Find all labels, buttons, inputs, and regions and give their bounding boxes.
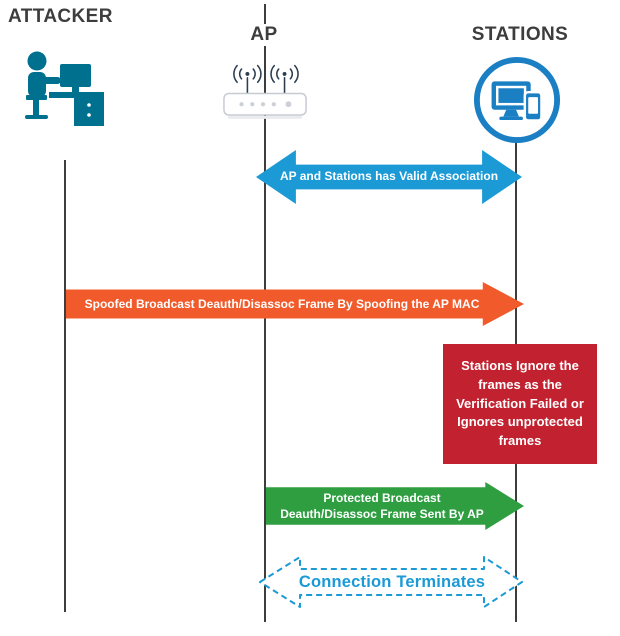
dashed-double-arrow-outline — [259, 556, 523, 608]
protected-frame-text: Protected Broadcast Deauth/Disassoc Fram… — [280, 490, 484, 521]
stations-label: STATIONS — [460, 24, 580, 46]
wireless-router-icon — [222, 62, 308, 128]
connection-terminates-arrow: Connection Terminates — [258, 555, 526, 609]
valid-association-text: AP and Stations has Valid Association — [279, 169, 499, 184]
stations-ignore-text: Stations Ignore the frames as the Verifi… — [456, 357, 584, 449]
attacker-label: ATTACKER — [8, 6, 128, 28]
ap-label: AP — [234, 24, 294, 46]
spoofed-frame-arrow: Spoofed Broadcast Deauth/Disassoc Frame … — [66, 282, 524, 326]
spoofed-frame-text: Spoofed Broadcast Deauth/Disassoc Frame … — [84, 297, 480, 311]
devices-circle-icon — [473, 56, 561, 149]
connection-terminates-text: Connection Terminates — [298, 572, 486, 591]
protected-frame-arrow: Protected Broadcast Deauth/Disassoc Fram… — [266, 482, 524, 530]
stations-ignore-note: Stations Ignore the frames as the Verifi… — [443, 344, 597, 464]
attacker-at-computer-icon — [16, 48, 106, 145]
attacker-lifeline — [64, 160, 66, 612]
valid-association-arrow: AP and Stations has Valid Association — [256, 150, 522, 204]
